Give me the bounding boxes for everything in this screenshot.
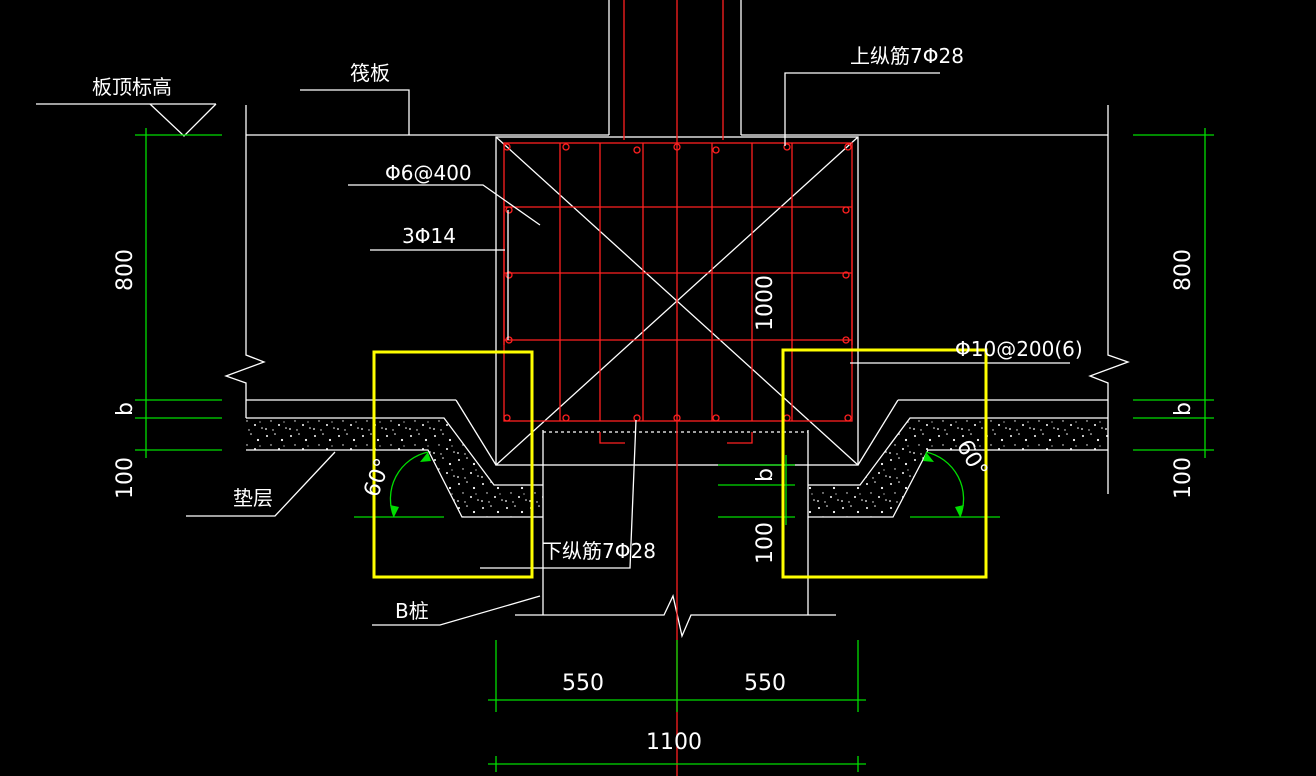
- dim-left-bottom: 100: [113, 457, 138, 499]
- dim-inner-b: b: [753, 468, 778, 482]
- label-stirrup-spacing: Φ6@400: [385, 161, 472, 185]
- dim-right-height: 800: [1171, 249, 1196, 291]
- highlight-box-right: [781, 348, 988, 579]
- highlight-box-left: [372, 350, 534, 579]
- dim-inner-100: 100: [753, 522, 778, 564]
- dim-total-width: 1100: [646, 730, 702, 755]
- label-slab-top-elevation: 板顶标高: [92, 75, 172, 99]
- dim-half-left: 550: [562, 671, 604, 696]
- dim-right-bottom: 100: [1171, 457, 1196, 499]
- dim-left-b: b: [113, 402, 138, 416]
- label-raft: 筏板: [350, 61, 390, 85]
- dim-right-b: b: [1171, 402, 1196, 416]
- label-cushion: 垫层: [233, 486, 273, 510]
- label-pile: B桩: [395, 599, 429, 623]
- dim-beam-depth: 1000: [753, 275, 778, 331]
- cushion-layer: [246, 417, 1108, 518]
- rebar-cage: [503, 0, 853, 776]
- label-side-bars: 3Φ14: [402, 224, 456, 248]
- label-bottom-rebar: 下纵筋7Φ28: [542, 539, 656, 563]
- leader-lines: [36, 72, 1070, 626]
- dim-half-right: 550: [744, 671, 786, 696]
- dim-left-height: 800: [113, 249, 138, 291]
- label-main-stirrup: Φ10@200(6): [955, 337, 1083, 361]
- label-top-rebar: 上纵筋7Φ28: [850, 44, 964, 68]
